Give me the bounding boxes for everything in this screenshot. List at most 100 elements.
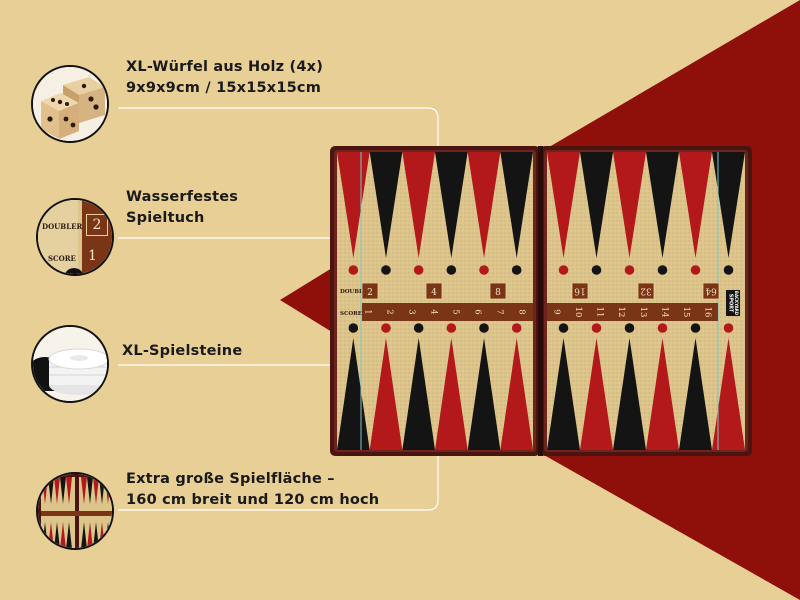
point-top-right — [580, 152, 613, 258]
score-number-left: 2 — [385, 309, 395, 314]
point-top-right — [547, 152, 580, 258]
score-number-right: 15 — [681, 307, 691, 318]
score-number-left: 8 — [517, 309, 527, 314]
score-number-right: 9 — [552, 309, 562, 314]
doubler-box-left — [361, 282, 379, 300]
doubler-box-right — [571, 282, 589, 300]
point-bottom-left — [467, 338, 501, 450]
callout-checkers: XL-Spielsteine — [122, 341, 242, 362]
doubler-value-left: 4 — [431, 288, 437, 298]
callout-dice: XL-Würfel aus Holz (4x) 9x9x9cm / 15x15x… — [126, 57, 323, 99]
dice-thumbnail — [31, 65, 109, 143]
callout-line-area — [118, 456, 439, 511]
point-bottom-right — [580, 338, 613, 450]
callout-lines — [118, 107, 439, 511]
score-label: SCORE — [340, 311, 362, 317]
callout-line-dice — [118, 107, 439, 148]
point-bottom-right — [613, 338, 646, 450]
score-number-left: 3 — [407, 309, 417, 314]
point-top-right — [679, 152, 712, 258]
callout-area-line2: 160 cm breit und 120 cm hoch — [126, 492, 380, 508]
callout-area: Extra große Spielfläche – 160 cm breit u… — [126, 469, 379, 511]
board-felt-right — [547, 152, 745, 450]
point-bottom-right — [712, 338, 745, 450]
point-top-right — [646, 152, 679, 258]
point-top-left — [369, 152, 403, 258]
thumb-doubler-value: 2 — [86, 214, 108, 236]
point-bottom-right — [646, 338, 679, 450]
brand-line1: SPORT — [728, 294, 734, 313]
checkers-thumbnail — [31, 325, 109, 403]
marker-dot-top — [446, 265, 457, 275]
marker-dot-bottom — [479, 323, 489, 333]
callout-area-line1: Extra große Spielfläche – — [126, 471, 335, 487]
callout-cloth-line1: Wasserfestes — [126, 189, 239, 205]
callout-cloth: Wasserfestes Spieltuch — [126, 187, 238, 229]
brand-logo-icon — [726, 290, 740, 316]
marker-dot-bottom — [348, 323, 359, 333]
point-top-left — [467, 152, 501, 258]
marker-dot-top — [381, 265, 391, 275]
marker-dot-top — [413, 265, 424, 275]
marker-dot-top — [624, 265, 635, 275]
point-top-right — [712, 152, 745, 258]
marker-dot-bottom — [690, 323, 701, 333]
doubler-value-left: 8 — [495, 288, 501, 298]
score-strip-left — [362, 303, 533, 321]
thumb-doubler-label: DOUBLER — [42, 222, 83, 231]
marker-dot-top — [690, 265, 701, 275]
marker-dot-top — [558, 265, 569, 275]
marker-dot-bottom — [446, 323, 457, 333]
thumb-score-value: 1 — [88, 248, 97, 264]
score-number-left: 7 — [495, 309, 505, 314]
point-bottom-left — [402, 338, 435, 450]
marker-dot-top — [348, 265, 359, 275]
board-felt-left — [337, 152, 533, 450]
marker-dot-bottom — [624, 323, 635, 333]
score-number-right: 16 — [703, 307, 713, 318]
callout-dice-title: XL-Würfel aus Holz (4x) — [126, 59, 324, 75]
checker-icon — [64, 268, 84, 274]
point-top-left — [500, 152, 533, 258]
doubler-value-right: 32 — [640, 286, 651, 296]
doubler-box-left — [425, 282, 443, 300]
callout-cloth-line2: Spieltuch — [126, 210, 205, 226]
doubler-box-left — [489, 282, 507, 300]
cloth-thumbnail: DOUBLER SCORE 2 1 — [36, 198, 114, 276]
marker-dot-bottom — [558, 323, 569, 333]
marker-dot-top — [479, 265, 489, 275]
doubler-label: DOUBLER — [340, 289, 372, 295]
marker-dot-top — [723, 265, 734, 275]
point-bottom-left — [435, 338, 468, 450]
wooden-dice-icon — [33, 67, 107, 141]
score-number-left: 6 — [473, 309, 483, 314]
doubler-value-right: 64 — [705, 286, 717, 296]
marker-dot-bottom — [591, 323, 602, 333]
doubler-value-left: 2 — [367, 288, 373, 298]
callout-dice-size: 9x9x9cm / 15x15x15cm — [126, 80, 322, 96]
thumb-score-label: SCORE — [48, 254, 76, 263]
score-number-right: 12 — [616, 307, 626, 318]
doubler-box-right — [637, 282, 655, 300]
marker-dot-bottom — [381, 323, 391, 333]
brand-line2: BACKYARD — [734, 291, 739, 316]
marker-dot-bottom — [511, 323, 522, 333]
point-bottom-left — [500, 338, 533, 450]
point-bottom-right — [547, 338, 580, 450]
marker-dot-bottom — [657, 323, 668, 333]
point-bottom-left — [369, 338, 403, 450]
checker-stack-icon — [33, 327, 107, 401]
board-hinge — [538, 146, 543, 456]
point-top-right — [613, 152, 646, 258]
score-number-left: 5 — [451, 309, 461, 314]
score-number-right: 10 — [573, 307, 583, 318]
marker-dot-top — [657, 265, 668, 275]
marker-dot-top — [591, 265, 602, 275]
marker-dot-top — [511, 265, 522, 275]
score-number-left: 1 — [363, 309, 373, 314]
doubler-value-right: 16 — [574, 286, 586, 296]
marker-dot-bottom — [723, 323, 734, 333]
doubler-box-right — [702, 282, 720, 300]
